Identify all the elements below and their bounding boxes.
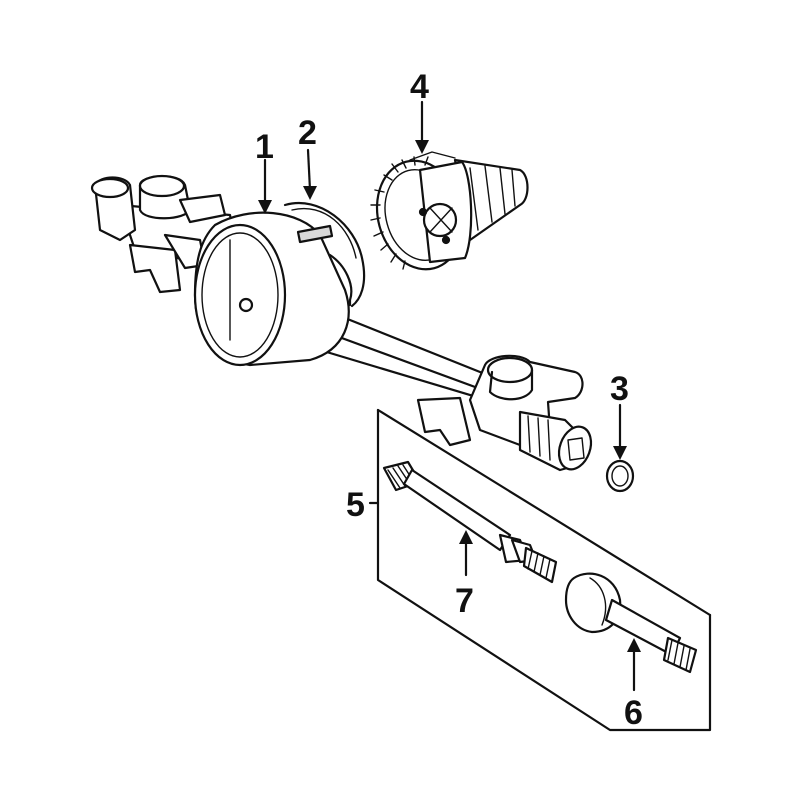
housing-cover-gasket[interactable]	[283, 202, 366, 308]
callout-6: 6	[624, 694, 643, 732]
callout-2: 2	[298, 114, 317, 152]
callout-leaders	[258, 100, 641, 692]
callout-7: 7	[455, 582, 474, 620]
inner-axle-shaft[interactable]	[382, 460, 558, 584]
shaft-assembly-bracket	[376, 408, 712, 732]
callout-4: 4	[410, 68, 429, 106]
callout-5: 5	[346, 486, 365, 524]
outer-axle-shaft-cv-joint[interactable]	[564, 572, 698, 674]
axle-housing[interactable]	[90, 174, 597, 474]
callout-1: 1	[255, 128, 274, 166]
callout-3: 3	[610, 370, 629, 408]
axle-seal[interactable]	[605, 459, 635, 493]
differential-carrier[interactable]	[365, 151, 529, 279]
